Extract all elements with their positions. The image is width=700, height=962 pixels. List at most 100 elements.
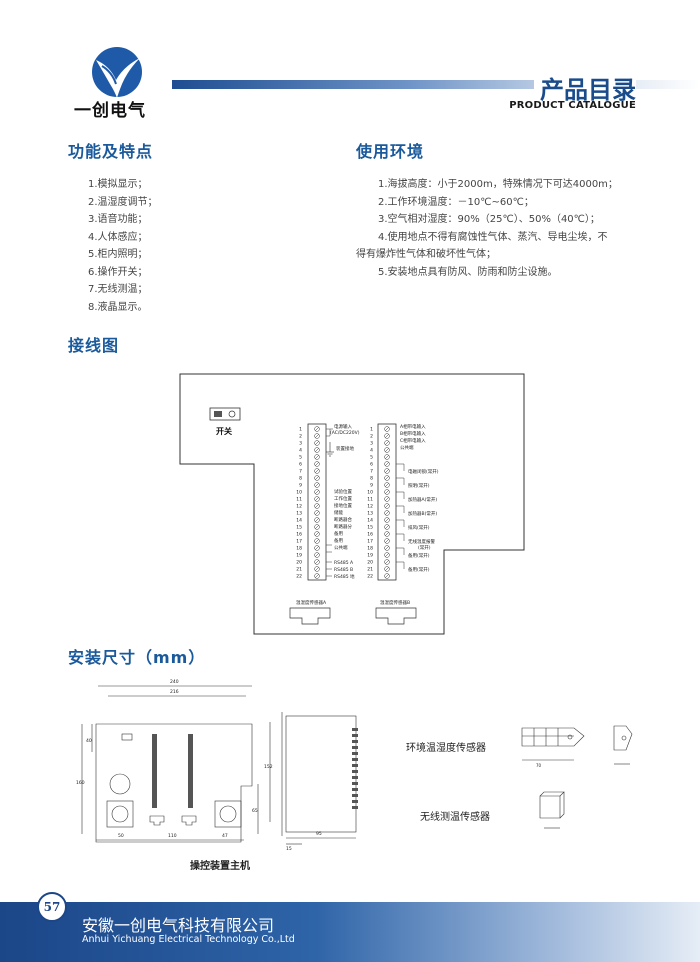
terminal-number: 16 <box>296 532 302 538</box>
label-right-common: 公共端 <box>400 444 414 451</box>
terminal-screw-slot <box>385 476 389 480</box>
terminal-number: 22 <box>296 574 302 580</box>
terminal-screw-slot <box>385 455 389 459</box>
terminal-number: 17 <box>296 539 302 545</box>
label-power-spec: (AC/DC220V) <box>330 430 360 436</box>
terminal-screw-slot <box>315 546 319 550</box>
terminal-screw-slot <box>385 504 389 508</box>
main-unit-caption: 操控装置主机 <box>190 861 250 872</box>
terminal-screw-slot <box>315 469 319 473</box>
side-terminal-pin <box>352 782 358 785</box>
terminal-number: 4 <box>370 448 373 454</box>
side-terminal-pin <box>352 800 358 803</box>
terminal-number: 9 <box>370 483 373 489</box>
terminal-number: 13 <box>296 511 302 517</box>
terminal-number: 8 <box>299 476 302 482</box>
header-bar <box>172 80 700 89</box>
environment-title: 使用环境 <box>356 142 425 161</box>
terminal-number: 7 <box>370 469 373 475</box>
terminal-screw-slot <box>385 518 389 522</box>
dim-50: 50 <box>118 833 124 839</box>
label-rs485-b: RS485 B <box>334 567 353 573</box>
terminal-screw-slot <box>385 546 389 550</box>
wiring-title: 接线图 <box>68 336 120 355</box>
side-terminal-pin <box>352 758 358 761</box>
terminal-screw-slot <box>385 448 389 452</box>
terminal-screw-slot <box>385 469 389 473</box>
terminal-number: 5 <box>299 455 302 461</box>
terminal-screw-slot <box>385 574 389 578</box>
terminal-screw-slot <box>315 574 319 578</box>
label-lighting: 照明(常开) <box>408 482 430 489</box>
svg-text:70: 70 <box>536 763 542 768</box>
terminal-screw-slot <box>315 497 319 501</box>
catalogue-subtitle: PRODUCT CATALOGUE <box>509 100 636 111</box>
terminal-screw-slot <box>315 490 319 494</box>
terminal-screw-slot <box>315 567 319 571</box>
switch-label: 开关 <box>216 426 232 436</box>
label-phase-b: B相带电输入 <box>400 430 426 437</box>
terminal-number: 10 <box>296 490 302 496</box>
terminal-number: 15 <box>367 525 373 531</box>
label-rs485-a: RS485 A <box>334 560 354 566</box>
terminal-screw-slot <box>385 539 389 543</box>
terminal-screw-slot <box>315 511 319 515</box>
terminal-screw-slot <box>315 504 319 508</box>
company-name-en: Anhui Yichuang Electrical Technology Co.… <box>82 934 295 945</box>
terminal-screw-slot <box>385 511 389 515</box>
terminal-number: 19 <box>296 553 302 559</box>
terminal-screw-slot <box>385 434 389 438</box>
dim-47: 47 <box>222 833 228 839</box>
side-terminal-pin <box>352 734 358 737</box>
terminal-number: 3 <box>299 441 302 447</box>
terminal-screw-slot <box>315 539 319 543</box>
terminal-screw-slot <box>315 483 319 487</box>
label-spare-r2: 备用(常开) <box>408 566 430 573</box>
right-terminal-block <box>377 423 397 581</box>
logo-text: 一创电气 <box>74 101 146 121</box>
footer-bar <box>0 902 700 962</box>
label-common: 公共端 <box>334 544 348 551</box>
terminal-screw-slot <box>385 532 389 536</box>
terminal-screw-slot <box>315 518 319 522</box>
label-phase-c: C相带电输入 <box>400 437 426 444</box>
list-item: 8.液晶显示。 <box>88 301 148 313</box>
terminal-number: 13 <box>367 511 373 517</box>
dim-15: 15 <box>286 846 292 852</box>
terminal-screw-slot <box>315 434 319 438</box>
terminal-screw-slot <box>315 455 319 459</box>
side-terminal-pin <box>352 740 358 743</box>
terminal-number: 9 <box>299 483 302 489</box>
list-item: 5.柜内照明； <box>88 249 148 260</box>
side-terminal-pin <box>352 764 358 767</box>
side-terminal-pin <box>352 752 358 755</box>
terminal-screw-slot <box>385 567 389 571</box>
terminal-number: 20 <box>296 560 302 566</box>
terminal-number: 7 <box>299 469 302 475</box>
label-ground-pos: 接地位置 <box>334 502 352 509</box>
label-heater-a: 加热器A(常开) <box>408 496 437 503</box>
terminal-number: 16 <box>367 532 373 538</box>
list-item: 7.无线测温； <box>88 284 148 295</box>
label-rs485-gnd: RS485 地 <box>334 573 355 580</box>
terminal-number: 20 <box>367 560 373 566</box>
terminal-number: 8 <box>370 476 373 482</box>
terminal-number: 14 <box>367 518 373 524</box>
list-item: 2.温湿度调节； <box>88 196 158 208</box>
env-sensor-caption: 环境温湿度传感器 <box>406 743 486 754</box>
list-item: 6.操作开关； <box>88 266 148 278</box>
side-terminal-pin <box>352 728 358 731</box>
terminal-screw-slot <box>315 525 319 529</box>
terminal-number: 1 <box>299 427 302 433</box>
label-phase-a: A相带电输入 <box>400 423 426 430</box>
label-work-pos: 工作位置 <box>334 495 352 502</box>
terminal-number: 14 <box>296 518 302 524</box>
terminal-number: 2 <box>299 434 302 440</box>
label-fan: 排风(常开) <box>408 524 430 531</box>
terminal-screw-slot <box>315 560 319 564</box>
dim-216: 216 <box>170 689 179 695</box>
terminal-screw-slot <box>315 553 319 557</box>
label-wireless-alarm: 无线温度报警 <box>408 538 435 545</box>
panel-outline <box>179 373 525 635</box>
